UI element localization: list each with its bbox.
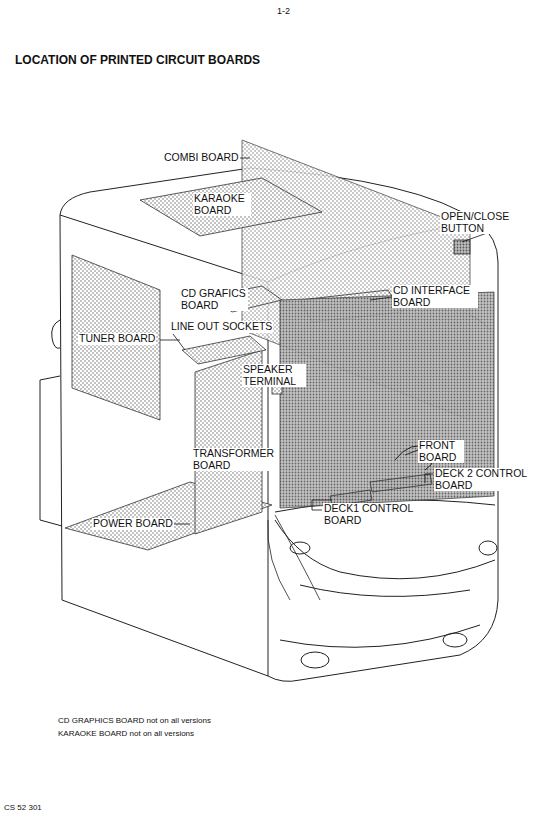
tape-deck-front	[275, 520, 495, 579]
board-label: CD GRAFICS BOARD	[180, 288, 248, 311]
board-label: DECK 2 CONTROL BOARD	[434, 468, 532, 491]
button-label: OPEN/CLOSE BUTTON	[440, 211, 518, 234]
page-title: LOCATION OF PRINTED CIRCUIT BOARDS	[15, 53, 260, 67]
button	[479, 541, 497, 555]
open-close-button	[454, 240, 470, 254]
knob	[52, 320, 60, 348]
line-out-sockets	[182, 336, 266, 364]
board-label: COMBI BOARD	[163, 152, 240, 164]
board-label: KARAOKE BOARD	[193, 193, 251, 216]
note: KARAOKE BOARD not on all versions	[57, 729, 195, 738]
cabinet-edge	[60, 215, 268, 676]
karaoke-board	[140, 178, 322, 236]
foot	[301, 652, 329, 668]
side-panel	[40, 376, 62, 526]
terminal-label: SPEAKER TERMINAL	[242, 364, 306, 387]
wires	[268, 515, 320, 600]
page-number: 1-2	[276, 6, 291, 16]
board-label: TRANSFORMER BOARD	[192, 448, 278, 471]
board-label: DECK1 CONTROL BOARD	[323, 503, 415, 526]
board-label: CD INTERFACE BOARD	[392, 285, 478, 308]
board-label: TUNER BOARD	[78, 333, 156, 345]
board-label: POWER BOARD	[92, 518, 174, 530]
socket-label: LINE OUT SOCKETS	[170, 321, 273, 333]
tuner-board	[72, 255, 160, 420]
board-label: FRONT BOARD	[418, 440, 464, 463]
deck2-control-board	[370, 474, 432, 492]
note: CD GRAPHICS BOARD not on all versions	[57, 716, 212, 725]
document-code: CS 52 301	[3, 803, 43, 812]
